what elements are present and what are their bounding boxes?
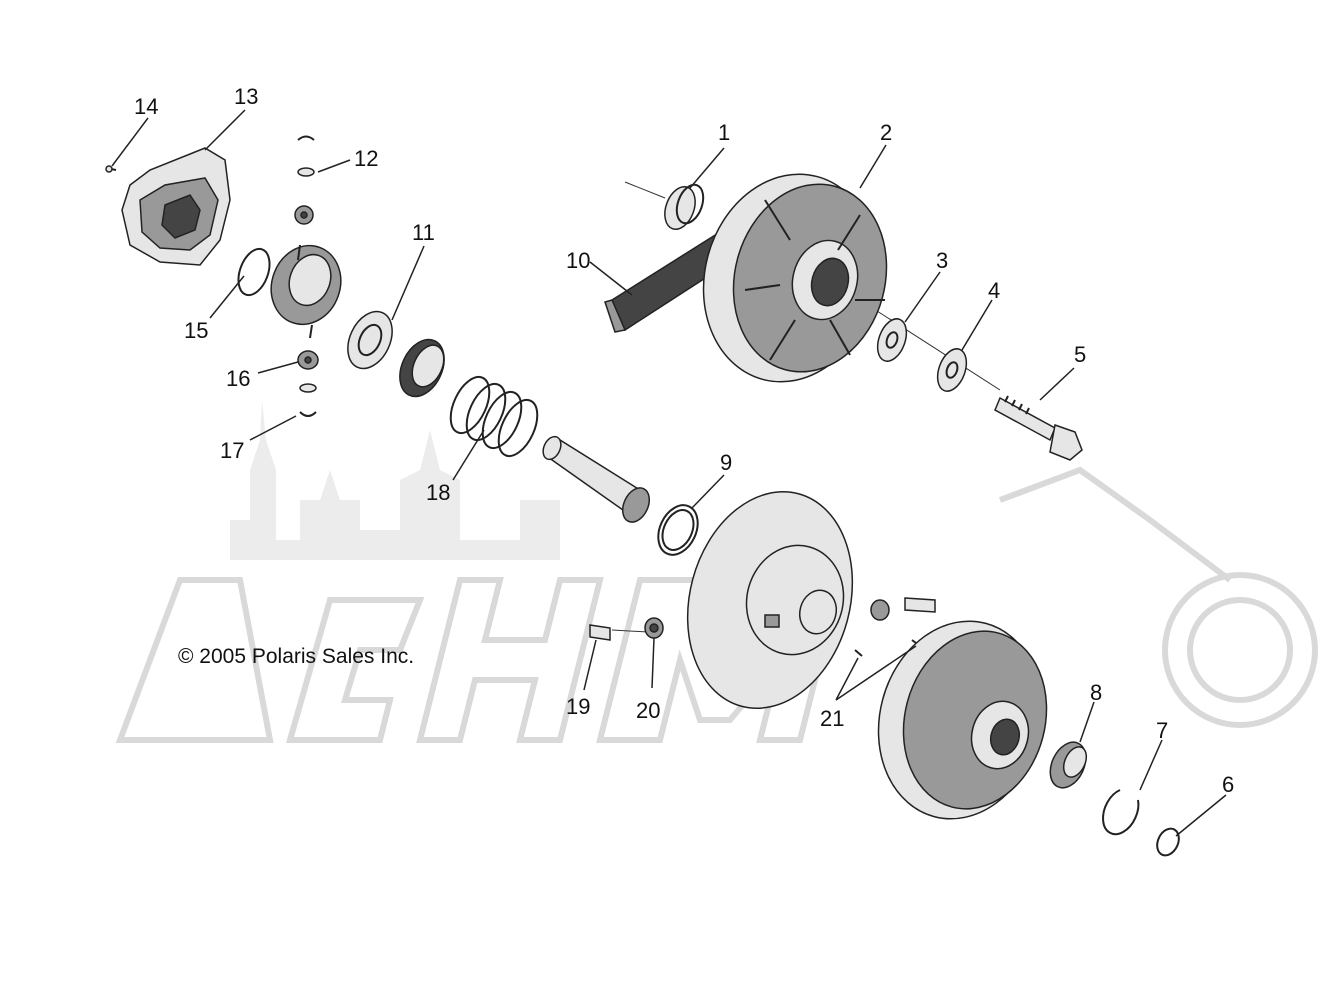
callout-16: 16 [226, 366, 250, 391]
part-cover-13 [121, 147, 231, 266]
part-spring-18 [449, 375, 539, 458]
callout-8: 8 [1090, 680, 1102, 705]
callout-11: 11 [412, 220, 435, 245]
callout-12: 12 [354, 146, 378, 171]
part-movable-sheave [686, 490, 854, 710]
part-clip-12-stack [294, 135, 315, 225]
part-ring-15 [237, 247, 271, 297]
part-hub [270, 244, 342, 339]
part-oring-9 [657, 504, 699, 556]
part-snapring-7 [1102, 789, 1140, 836]
watermark-logo [115, 466, 1318, 743]
leader-lines [111, 109, 1227, 837]
part-ring-6 [1156, 827, 1180, 857]
callout-14: 14 [134, 94, 158, 119]
callout-3: 3 [936, 248, 948, 273]
callout-6: 6 [1222, 772, 1234, 797]
assembly-axis-lines [611, 181, 1001, 633]
part-bearing-1 [664, 183, 705, 230]
callout-21: 21 [820, 706, 844, 731]
part-bolt-5 [994, 395, 1083, 461]
callout-4: 4 [988, 278, 1000, 303]
callout-5: 5 [1074, 342, 1086, 367]
callout-1: 1 [718, 120, 730, 145]
callout-10: 10 [566, 248, 590, 273]
callout-13: 13 [234, 84, 258, 109]
callout-20: 20 [636, 698, 660, 723]
part-bearing-8 [1049, 741, 1088, 789]
callout-9: 9 [720, 450, 732, 475]
part-washer-3 [876, 318, 908, 362]
part-sheave-2 [702, 173, 888, 383]
part-shaft [542, 435, 651, 523]
part-bushing [399, 338, 445, 398]
part-roller-hardware [870, 597, 936, 621]
part-fixed-sheave [877, 620, 1048, 820]
callout-19: 19 [566, 694, 590, 719]
callout-2: 2 [880, 120, 892, 145]
watermark-skyline [180, 400, 560, 560]
callout-15: 15 [184, 318, 208, 343]
part-pin-14 [105, 165, 117, 173]
part-washer-4 [936, 348, 968, 392]
part-roller-20 [644, 617, 664, 639]
copyright-notice: © 2005 Polaris Sales Inc. [178, 645, 415, 668]
callout-17: 17 [220, 438, 244, 463]
callout-labels: 14 13 12 15 16 17 11 18 1 2 10 3 4 5 9 1… [134, 84, 1234, 797]
part-washer-11 [347, 310, 393, 370]
part-pin-19 [589, 624, 611, 641]
part-roller-16 [297, 350, 319, 417]
callout-7: 7 [1156, 718, 1168, 743]
callout-18: 18 [426, 480, 450, 505]
